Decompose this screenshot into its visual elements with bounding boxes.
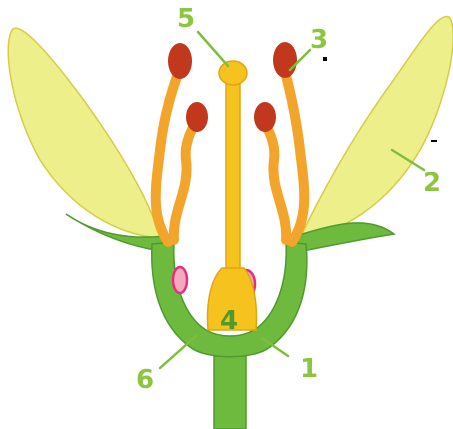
stem: [214, 352, 246, 429]
label-1: 1: [300, 354, 318, 384]
leader-line-5: [198, 32, 228, 66]
anther-outer-left: [168, 43, 192, 79]
leader-line-6: [160, 336, 196, 368]
label-2: 2: [423, 168, 441, 198]
stigma: [219, 61, 247, 85]
label-3: 3: [310, 25, 328, 55]
anther-outer-right: [273, 42, 297, 78]
left-petal: [8, 28, 160, 238]
filament-inner-right: [264, 122, 286, 240]
mark-dash: [431, 140, 437, 142]
label-6: 6: [136, 365, 154, 395]
label-4: 4: [220, 306, 238, 336]
filament-inner-left: [174, 122, 196, 240]
pistil-style: [226, 84, 240, 280]
label-5: 5: [177, 4, 195, 34]
anther-inner-right: [254, 102, 276, 132]
anther-inner-left: [186, 102, 208, 132]
mark-dot: [323, 57, 327, 61]
left-ovule: [173, 267, 187, 293]
